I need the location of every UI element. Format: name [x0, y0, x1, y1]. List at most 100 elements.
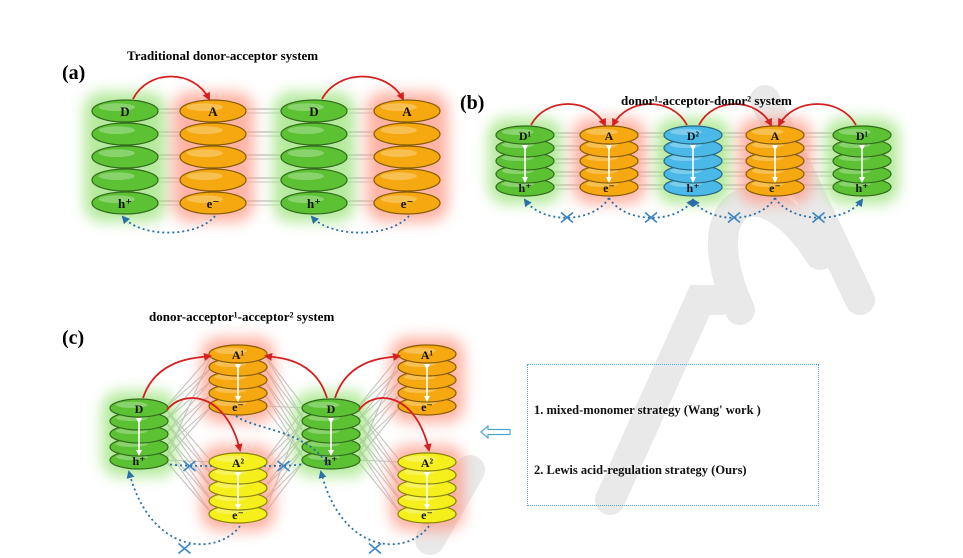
blocked-cross-icon	[368, 542, 382, 555]
layer-highlight	[751, 128, 784, 136]
stack-top-label: D²	[687, 129, 700, 143]
stack-bottom-label: h⁺	[686, 181, 699, 195]
panel-b-stack-3: D² h⁺	[656, 118, 730, 204]
recombination-arrow	[126, 470, 241, 546]
stack-layer	[179, 145, 247, 169]
panel-a: Dh⁺Ae⁻Dh⁺Ae⁻	[84, 75, 448, 234]
panel-c-donor-2: Dh⁺	[294, 391, 368, 477]
layer-highlight	[403, 455, 436, 462]
layer-highlight	[380, 103, 417, 111]
panel-a-stack-1: Dh⁺	[84, 92, 166, 222]
layer-highlight	[307, 401, 340, 408]
strategy-2: 2. Lewis acid-regulation strategy (Ours)	[534, 463, 747, 477]
stack-layer	[280, 145, 348, 169]
stack-layer	[179, 191, 247, 215]
layer-highlight	[380, 195, 417, 203]
layer-highlight	[98, 172, 135, 180]
layer-highlight	[115, 401, 148, 408]
stack-top-label: A¹	[232, 348, 245, 362]
blocked-cross-icon	[811, 211, 826, 224]
strategy-1: 1. mixed-monomer strategy (Wang' work )	[534, 403, 761, 417]
panel-b-stack-1: D¹h⁺	[488, 118, 562, 204]
panel-b-stack-4: Ae⁻	[738, 118, 812, 204]
recombination-arrow	[608, 197, 695, 219]
layer-highlight	[98, 149, 135, 157]
panel-b-title: donor¹-acceptor-donor² system	[621, 93, 792, 108]
blocked-cross-icon	[177, 542, 192, 555]
stack-layer	[495, 125, 555, 145]
stack-layer	[832, 125, 892, 145]
stack-bottom-label: e⁻	[207, 196, 220, 211]
stack-top-label: D	[327, 402, 336, 416]
stack-bottom-label: h⁺	[307, 196, 321, 211]
layer-highlight	[98, 126, 135, 134]
transfer-arrow	[132, 75, 210, 101]
stack-layer	[280, 191, 348, 215]
stack-layer	[179, 122, 247, 146]
stack-layer	[91, 145, 159, 169]
layer-highlight	[186, 126, 223, 134]
layer-highlight	[186, 149, 223, 157]
stack-layer	[91, 191, 159, 215]
layer-highlight	[287, 103, 324, 111]
layer-highlight	[669, 128, 702, 136]
panel-c-acceptor2-1: A²e⁻	[201, 445, 275, 531]
transfer-arrow	[334, 352, 401, 399]
stack-layer	[373, 145, 441, 169]
stack-layer	[373, 191, 441, 215]
stack-layer	[280, 99, 348, 123]
blocked-cross-icon	[276, 460, 291, 472]
panel-c-acceptor1-2: A¹e⁻	[390, 337, 464, 423]
layer-highlight	[501, 128, 534, 136]
stack-top-label: D	[120, 104, 129, 119]
layer-highlight	[838, 128, 871, 136]
layer-highlight	[287, 172, 324, 180]
stack-bottom-label: h⁺	[855, 181, 868, 195]
panel-c-donor-1: Dh⁺	[102, 391, 176, 477]
layer-highlight	[186, 103, 223, 111]
stack-bottom-label: h⁺	[518, 181, 531, 195]
stack-top-label: A²	[232, 456, 245, 470]
recombination-arrow	[263, 463, 304, 467]
stack-layer	[91, 99, 159, 123]
strategy-box: 1. mixed-monomer strategy (Wang' work ) …	[527, 364, 819, 506]
stack-bottom-label: e⁻	[603, 181, 615, 195]
panel-a-stack-4: Ae⁻	[366, 92, 448, 222]
stack-layer	[745, 125, 805, 145]
layer-highlight	[403, 347, 436, 354]
panel-a-stack-3: Dh⁺	[273, 92, 355, 222]
stack-layer	[280, 122, 348, 146]
transfer-arrow	[698, 103, 772, 127]
layer-highlight	[380, 172, 417, 180]
stack-top-label: A	[208, 104, 218, 119]
panel-b-stack-5: D¹h⁺	[825, 118, 899, 204]
stack-bottom-label: h⁺	[324, 454, 337, 468]
layer-highlight	[380, 149, 417, 157]
stack-bottom-label: h⁺	[118, 196, 132, 211]
layer-highlight	[214, 455, 247, 462]
stack-layer	[91, 122, 159, 146]
stack-top-label: A¹	[421, 348, 434, 362]
stack-layer	[179, 99, 247, 123]
stack-top-label: D	[309, 104, 318, 119]
transfer-arrow	[358, 397, 432, 452]
stack-layer	[179, 168, 247, 192]
layer-highlight	[287, 126, 324, 134]
stack-top-label: A	[771, 129, 780, 143]
blocked-cross-icon	[644, 211, 658, 224]
stack-layer	[208, 452, 268, 472]
transfer-arrow	[321, 75, 404, 101]
blocked-cross-icon	[560, 211, 574, 224]
stack-layer	[663, 125, 723, 145]
transfer-arrow	[142, 352, 212, 399]
stack-top-label: D	[135, 402, 144, 416]
stack-layer	[373, 99, 441, 123]
transfer-arrow	[778, 103, 857, 127]
layer-highlight	[287, 195, 324, 203]
layer-highlight	[98, 195, 135, 203]
stack-layer	[373, 122, 441, 146]
stack-bottom-label: h⁺	[132, 454, 145, 468]
panel-c-acceptor2-2: A²e⁻	[390, 445, 464, 531]
stack-bottom-label: e⁻	[421, 508, 433, 522]
